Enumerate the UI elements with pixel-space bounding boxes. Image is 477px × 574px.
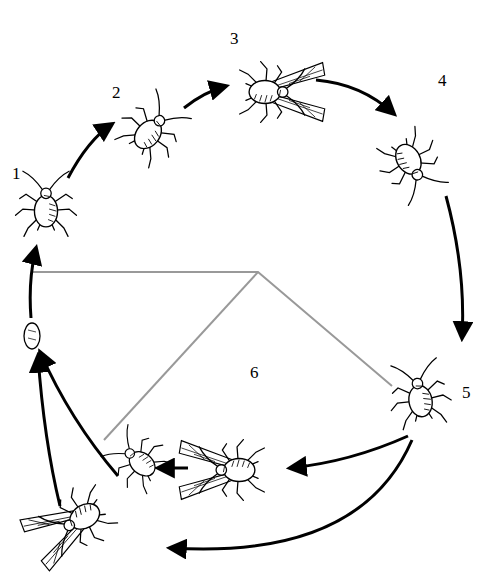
callout-number: 4 bbox=[438, 72, 447, 89]
callout-number: 3 bbox=[230, 30, 239, 47]
callout-number: 5 bbox=[462, 384, 471, 401]
callout-number: 6 bbox=[250, 364, 259, 381]
callout-number: 1 bbox=[12, 165, 21, 182]
callout-number: 2 bbox=[112, 84, 121, 101]
